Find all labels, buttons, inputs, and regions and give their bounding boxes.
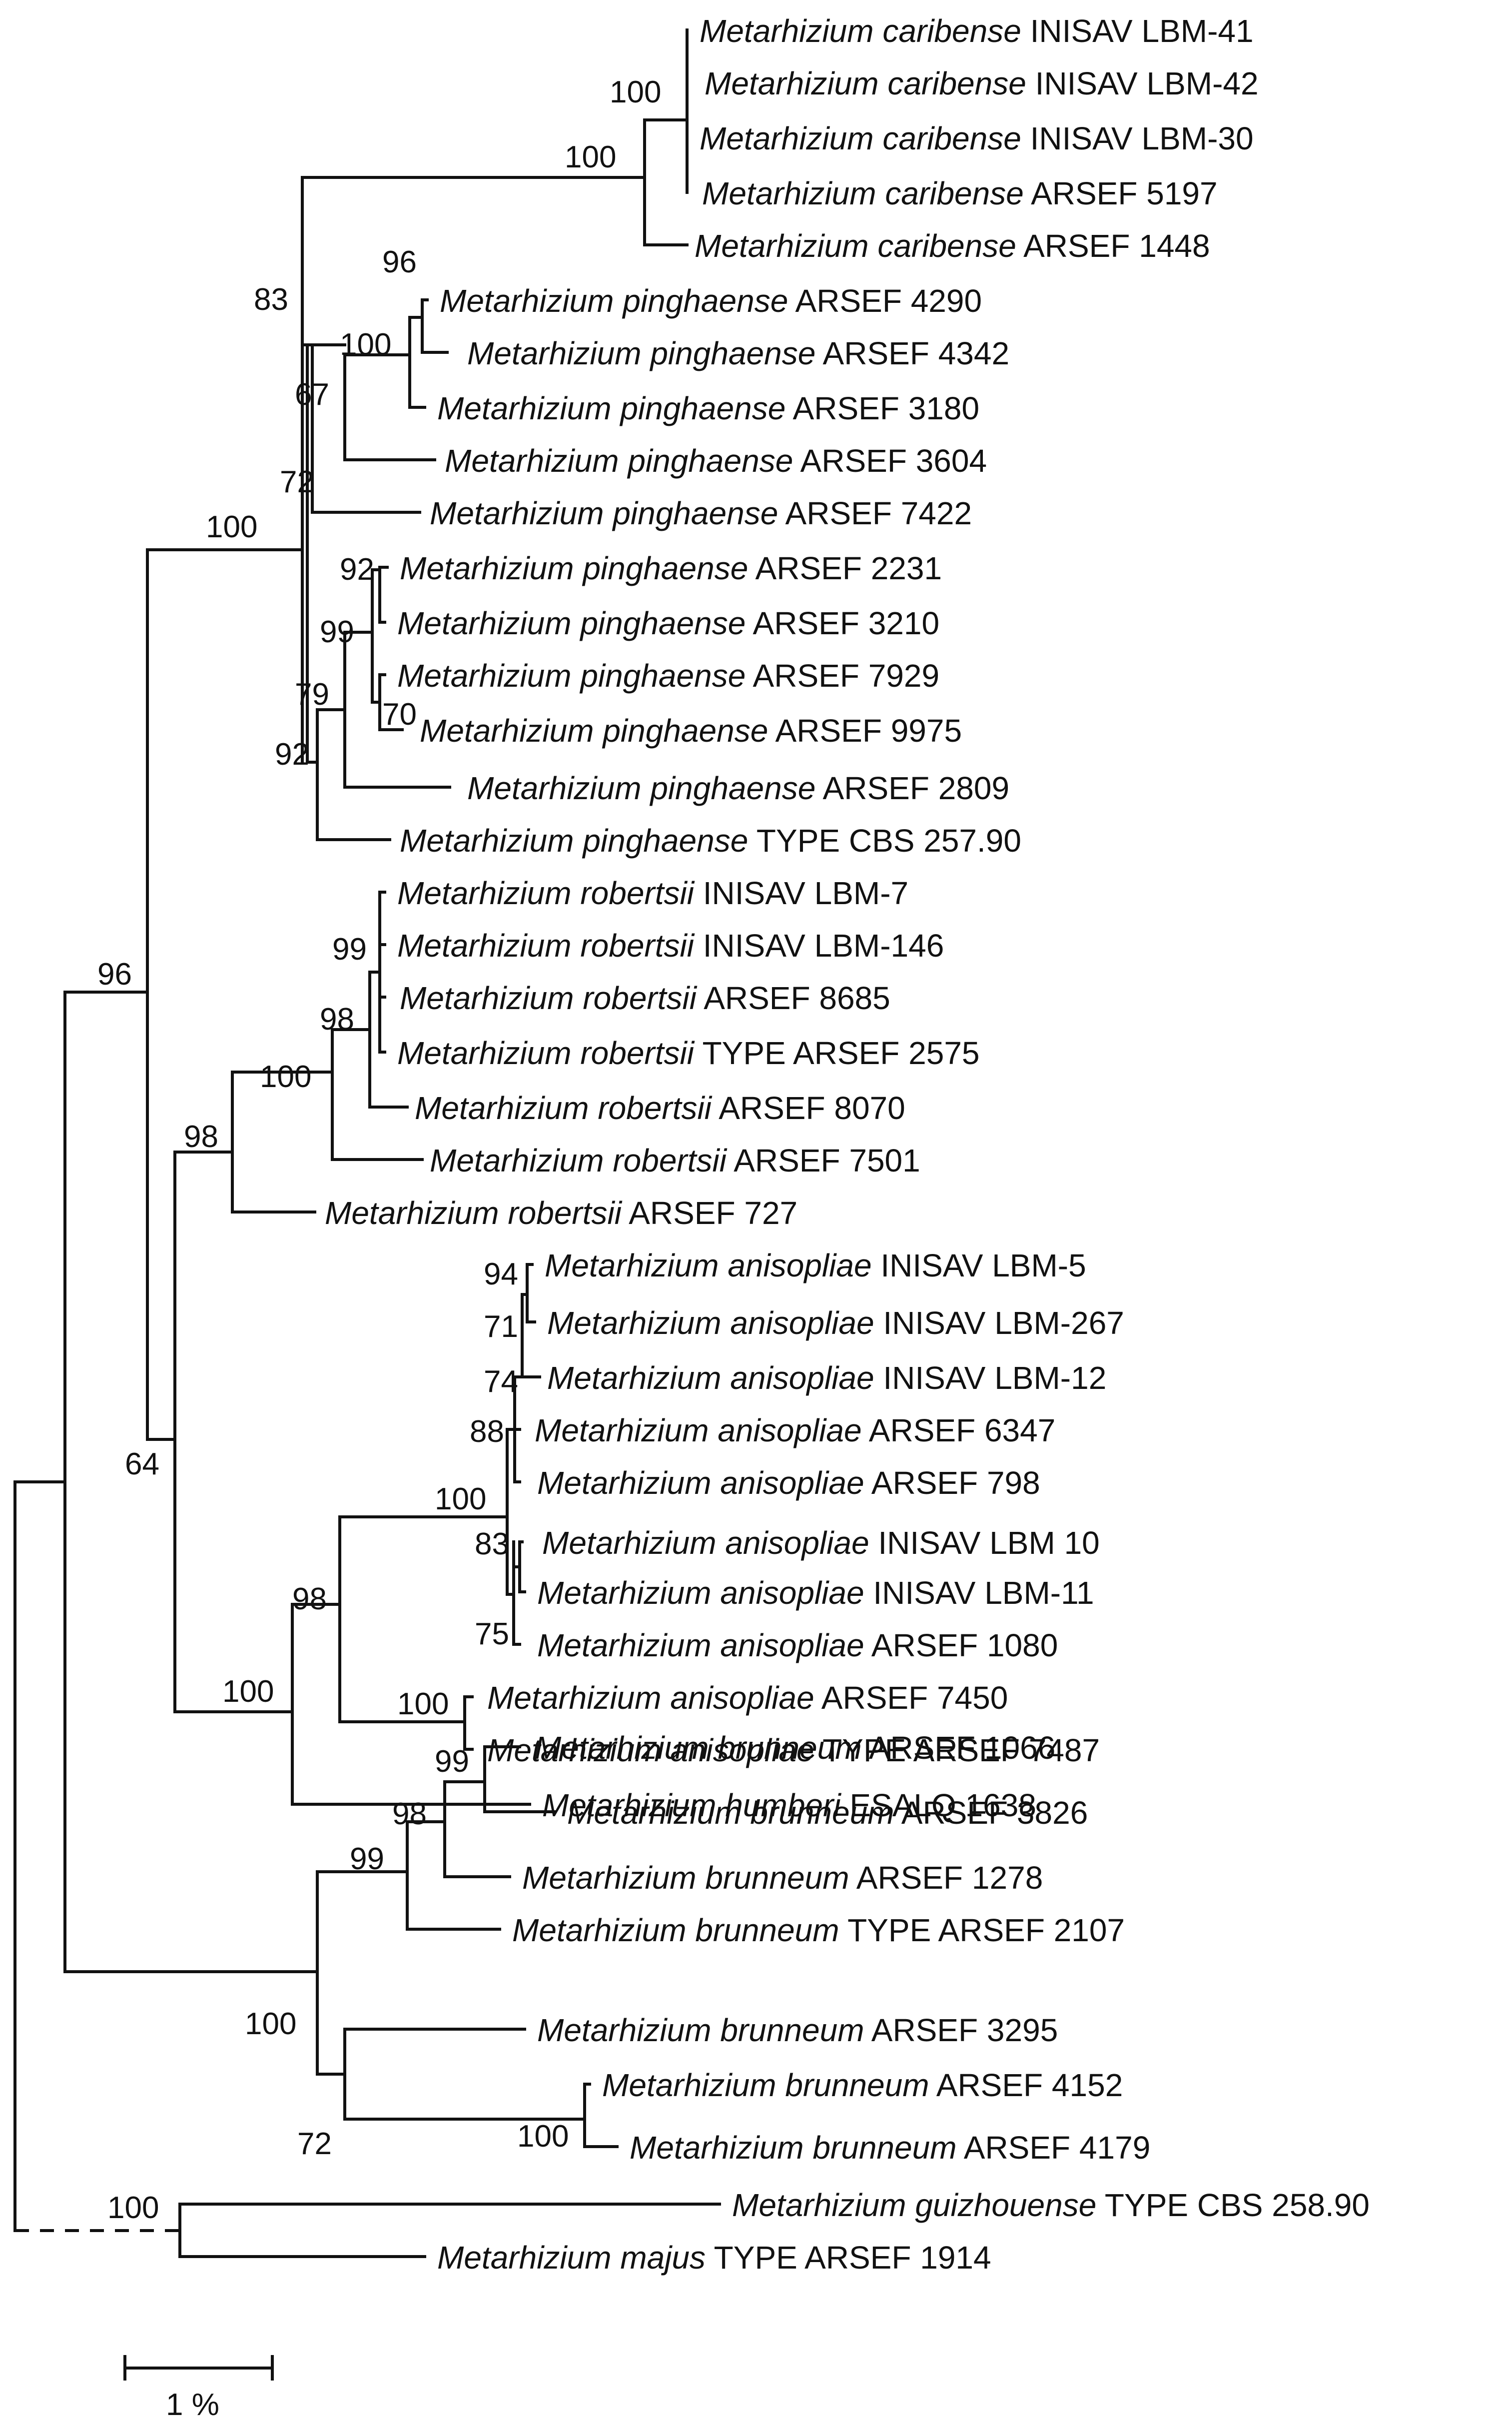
taxon-label: Metarhizium robertsii INISAV LBM-146 — [397, 928, 944, 964]
taxon-label: Metarhizium humberi ESALQ 1638 — [542, 1787, 1036, 1823]
bootstrap-label: 100 — [340, 327, 391, 362]
taxon-label: Metarhizium anisopliae INISAV LBM-5 — [545, 1247, 1086, 1283]
bootstrap-label: 88 — [470, 1414, 504, 1449]
bootstrap-values: 100 100 83 96 100 67 72 100 92 99 79 70 … — [97, 75, 661, 2225]
bootstrap-label: 99 — [320, 615, 354, 649]
taxon-label: Metarhizium anisopliae ARSEF 7450 — [487, 1680, 1008, 1716]
bootstrap-label: 100 — [435, 1482, 486, 1516]
bootstrap-label: 100 — [222, 1674, 274, 1709]
taxon-label: Metarhizium anisopliae ARSEF 798 — [537, 1465, 1040, 1501]
taxon-label: Metarhizium pinghaense ARSEF 2809 — [467, 770, 1009, 806]
taxon-label: Metarhizium brunneum ARSEF 4179 — [630, 2130, 1150, 2166]
bootstrap-label: 100 — [107, 2191, 159, 2225]
taxon-label: Metarhizium anisopliae ARSEF 6347 — [535, 1412, 1055, 1448]
taxon-label: Metarhizium pinghaense ARSEF 2231 — [400, 550, 942, 586]
bootstrap-label: 72 — [297, 2127, 332, 2161]
taxon-label: Metarhizium brunneum ARSEF 3826 — [567, 1795, 1088, 1831]
taxon-label: Metarhizium robertsii ARSEF 8070 — [415, 1090, 905, 1126]
tree-branches — [13, 28, 721, 2258]
taxon-label: Metarhizium pinghaense ARSEF 4290 — [440, 283, 982, 319]
taxon-label: Metarhizium caribense INISAV LBM-30 — [700, 120, 1254, 156]
bootstrap-label: 100 — [206, 510, 257, 544]
taxon-label: Metarhizium guizhouense TYPE CBS 258.90 — [732, 2187, 1370, 2223]
bootstrap-label: 92 — [275, 737, 309, 772]
scale-bar-line — [123, 2355, 274, 2381]
bootstrap-label: 75 — [475, 1617, 509, 1651]
bootstrap-label: 98 — [392, 1797, 427, 1831]
taxon-label: Metarhizium pinghaense ARSEF 4342 — [467, 335, 1009, 371]
taxon-label: Metarhizium pinghaense ARSEF 9975 — [420, 713, 962, 749]
taxon-label: Metarhizium robertsii ARSEF 8685 — [400, 980, 890, 1016]
bootstrap-label: 100 — [397, 1687, 449, 1721]
taxon-label: Metarhizium pinghaense ARSEF 3180 — [437, 390, 979, 426]
taxon-label: Metarhizium robertsii TYPE ARSEF 2575 — [397, 1035, 980, 1071]
taxon-label: Metarhizium caribense ARSEF 1448 — [695, 228, 1210, 264]
taxon-label: Metarhizium anisopliae TYPE ARSEF 7487 — [487, 1732, 1100, 1768]
bootstrap-label: 92 — [340, 552, 374, 587]
taxon-label: Metarhizium caribense ARSEF 5197 — [702, 175, 1218, 211]
bootstrap-label: 100 — [565, 140, 616, 174]
taxon-label: Metarhizium brunneum ARSEF 1066 — [535, 1730, 1055, 1766]
taxon-label: Metarhizium anisopliae INISAV LBM 10 — [542, 1525, 1100, 1561]
scale-bar: 1 % — [123, 2355, 274, 2422]
taxon-label: Metarhizium pinghaense ARSEF 7929 — [397, 658, 939, 694]
bootstrap-label: 94 — [484, 1257, 518, 1291]
taxon-label: Metarhizium brunneum ARSEF 3295 — [537, 2012, 1058, 2048]
taxon-label: Metarhizium brunneum ARSEF 4152 — [602, 2067, 1123, 2103]
taxon-label: Metarhizium anisopliae ARSEF 1080 — [537, 1627, 1058, 1663]
taxon-label: Metarhizium pinghaense ARSEF 7422 — [430, 495, 972, 531]
bootstrap-label: 83 — [254, 282, 288, 317]
bootstrap-label: 83 — [475, 1527, 509, 1561]
bootstrap-label: 70 — [382, 697, 417, 732]
taxon-label: Metarhizium robertsii INISAV LBM-7 — [397, 875, 908, 911]
bootstrap-label: 79 — [295, 677, 329, 712]
taxon-label: Metarhizium pinghaense ARSEF 3604 — [445, 443, 987, 479]
bootstrap-label: 96 — [382, 245, 417, 279]
taxon-label: Metarhizium majus TYPE ARSEF 1914 — [437, 2240, 991, 2276]
bootstrap-label: 99 — [332, 932, 367, 967]
bootstrap-label: 98 — [292, 1582, 327, 1616]
bootstrap-label: 98 — [184, 1120, 218, 1154]
bootstrap-label: 100 — [260, 1060, 311, 1094]
taxon-label: Metarhizium anisopliae INISAV LBM-267 — [547, 1305, 1124, 1341]
bootstrap-label: 74 — [484, 1364, 518, 1399]
taxon-label: Metarhizium brunneum TYPE ARSEF 2107 — [512, 1912, 1125, 1948]
taxon-label: Metarhizium brunneum ARSEF 1278 — [522, 1860, 1043, 1896]
taxon-label: Metarhizium pinghaense ARSEF 3210 — [397, 605, 939, 641]
bootstrap-label: 67 — [295, 377, 329, 412]
bootstrap-label: 72 — [280, 465, 314, 499]
taxon-labels: Metarhizium caribense INISAV LBM-41 Meta… — [325, 13, 1370, 2276]
scale-bar-label: 1 % — [166, 2388, 219, 2422]
bootstrap-label: 100 — [610, 75, 661, 109]
taxon-label: Metarhizium pinghaense TYPE CBS 257.90 — [400, 823, 1021, 859]
bootstrap-label: 64 — [125, 1447, 159, 1481]
bootstrap-label: 100 — [245, 2007, 296, 2041]
taxon-label: Metarhizium robertsii ARSEF 727 — [325, 1195, 797, 1231]
bootstrap-label: 100 — [517, 2119, 569, 2154]
bootstrap-label: 71 — [484, 1309, 518, 1344]
taxon-label: Metarhizium anisopliae INISAV LBM-11 — [537, 1575, 1094, 1611]
taxon-label: Metarhizium caribense INISAV LBM-41 — [700, 13, 1254, 49]
bootstrap-label: 99 — [435, 1744, 469, 1779]
taxon-label: Metarhizium caribense INISAV LBM-42 — [705, 65, 1259, 101]
taxon-label: Metarhizium anisopliae INISAV LBM-12 — [547, 1360, 1106, 1396]
bootstrap-label: 98 — [320, 1002, 354, 1037]
taxon-label: Metarhizium robertsii ARSEF 7501 — [430, 1143, 920, 1179]
bootstrap-label: 96 — [97, 957, 132, 992]
bootstrap-label: 99 — [350, 1842, 384, 1876]
